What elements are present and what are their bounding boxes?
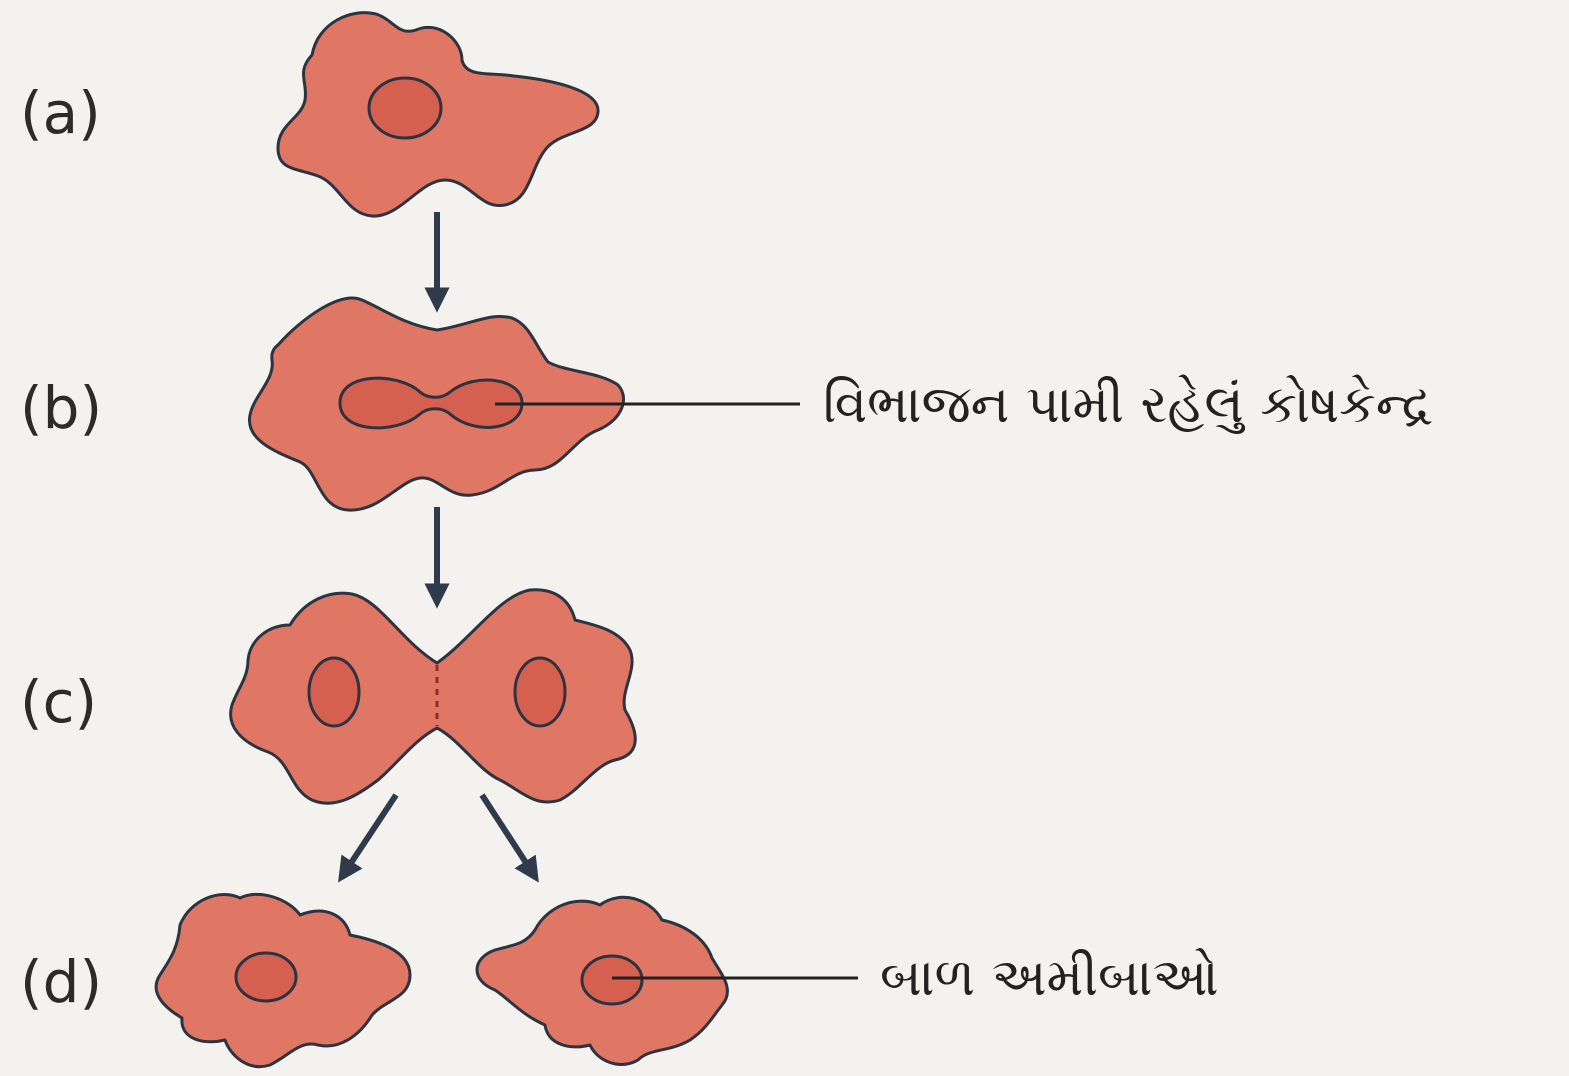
amoeba-a-nucleus [369,78,441,138]
daughter-right-nucleus [582,956,642,1004]
amoeba-c-right-nucleus [515,658,565,726]
arrow-c-to-d-right [482,795,532,872]
stage-label-b: (b) [20,374,102,442]
arrow-c-to-d-left [345,795,396,872]
daughter-amoeba-left [156,894,410,1066]
stage-label-a: (a) [20,79,101,147]
daughter-left-nucleus [236,953,296,1001]
stage-label-d: (d) [20,948,102,1016]
amoeba-stage-c [231,590,636,803]
callout-daughter-amoebae: બાળ અમીબાઓ [880,948,1219,1008]
daughter-amoeba-right [477,897,727,1064]
stage-label-c: (c) [20,668,97,736]
amoeba-c-cytoplasm [231,590,636,803]
amoeba-c-left-nucleus [309,658,359,726]
amoeba-stage-a [278,13,598,216]
callout-dividing-nucleus: વિભાજન પામી રહેલું કોષકેન્દ્ર [823,374,1433,435]
